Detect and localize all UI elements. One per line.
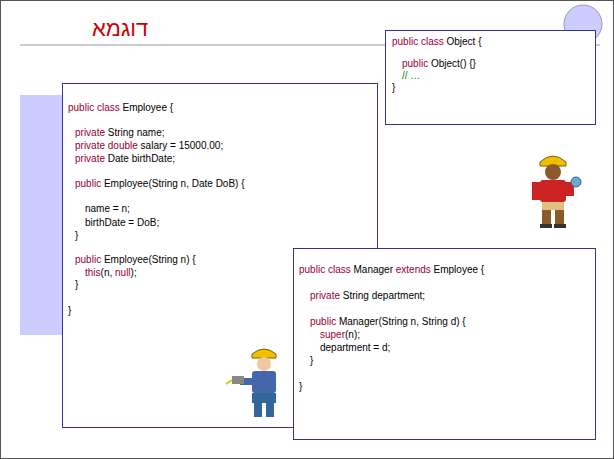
code-line: super(n); xyxy=(320,329,360,341)
code-line: public Employee(String n, Date DoB) { xyxy=(75,178,245,190)
code-line: private double salary = 15000.00; xyxy=(75,140,223,152)
side-band xyxy=(20,95,62,335)
object-class-box: public class Object { public Object() {}/… xyxy=(385,30,596,125)
code-line: } xyxy=(68,305,71,317)
worker-with-drill xyxy=(226,349,276,417)
code-line: } xyxy=(75,279,78,291)
code-line: public Object() {} xyxy=(402,58,476,70)
code-line: } xyxy=(299,381,302,393)
code-line: birthDate = DoB; xyxy=(85,217,159,229)
code-line: public class Employee { xyxy=(68,102,173,114)
code-line: name = n; xyxy=(85,203,130,215)
code-line: private String name; xyxy=(75,127,165,139)
code-line: private String department; xyxy=(310,290,425,302)
code-line: this(n, null); xyxy=(85,267,137,279)
code-line: } xyxy=(310,355,313,367)
code-line: department = d; xyxy=(320,342,390,354)
code-line: private Date birthDate; xyxy=(75,153,175,165)
slide-title: דוגמא xyxy=(92,16,148,42)
code-line: public Manager(String n, String d) { xyxy=(310,316,466,328)
code-line: public Employee(String n) { xyxy=(75,254,196,266)
code-line: } xyxy=(75,230,78,242)
code-line: public class Object { xyxy=(392,36,482,48)
code-line: // … xyxy=(402,70,420,82)
code-line: public class Manager extends Employee { xyxy=(299,264,484,276)
worker-figure xyxy=(532,156,581,228)
code-line: } xyxy=(392,82,395,94)
manager-class-box: public class Manager extends Employee { p… xyxy=(293,248,596,440)
